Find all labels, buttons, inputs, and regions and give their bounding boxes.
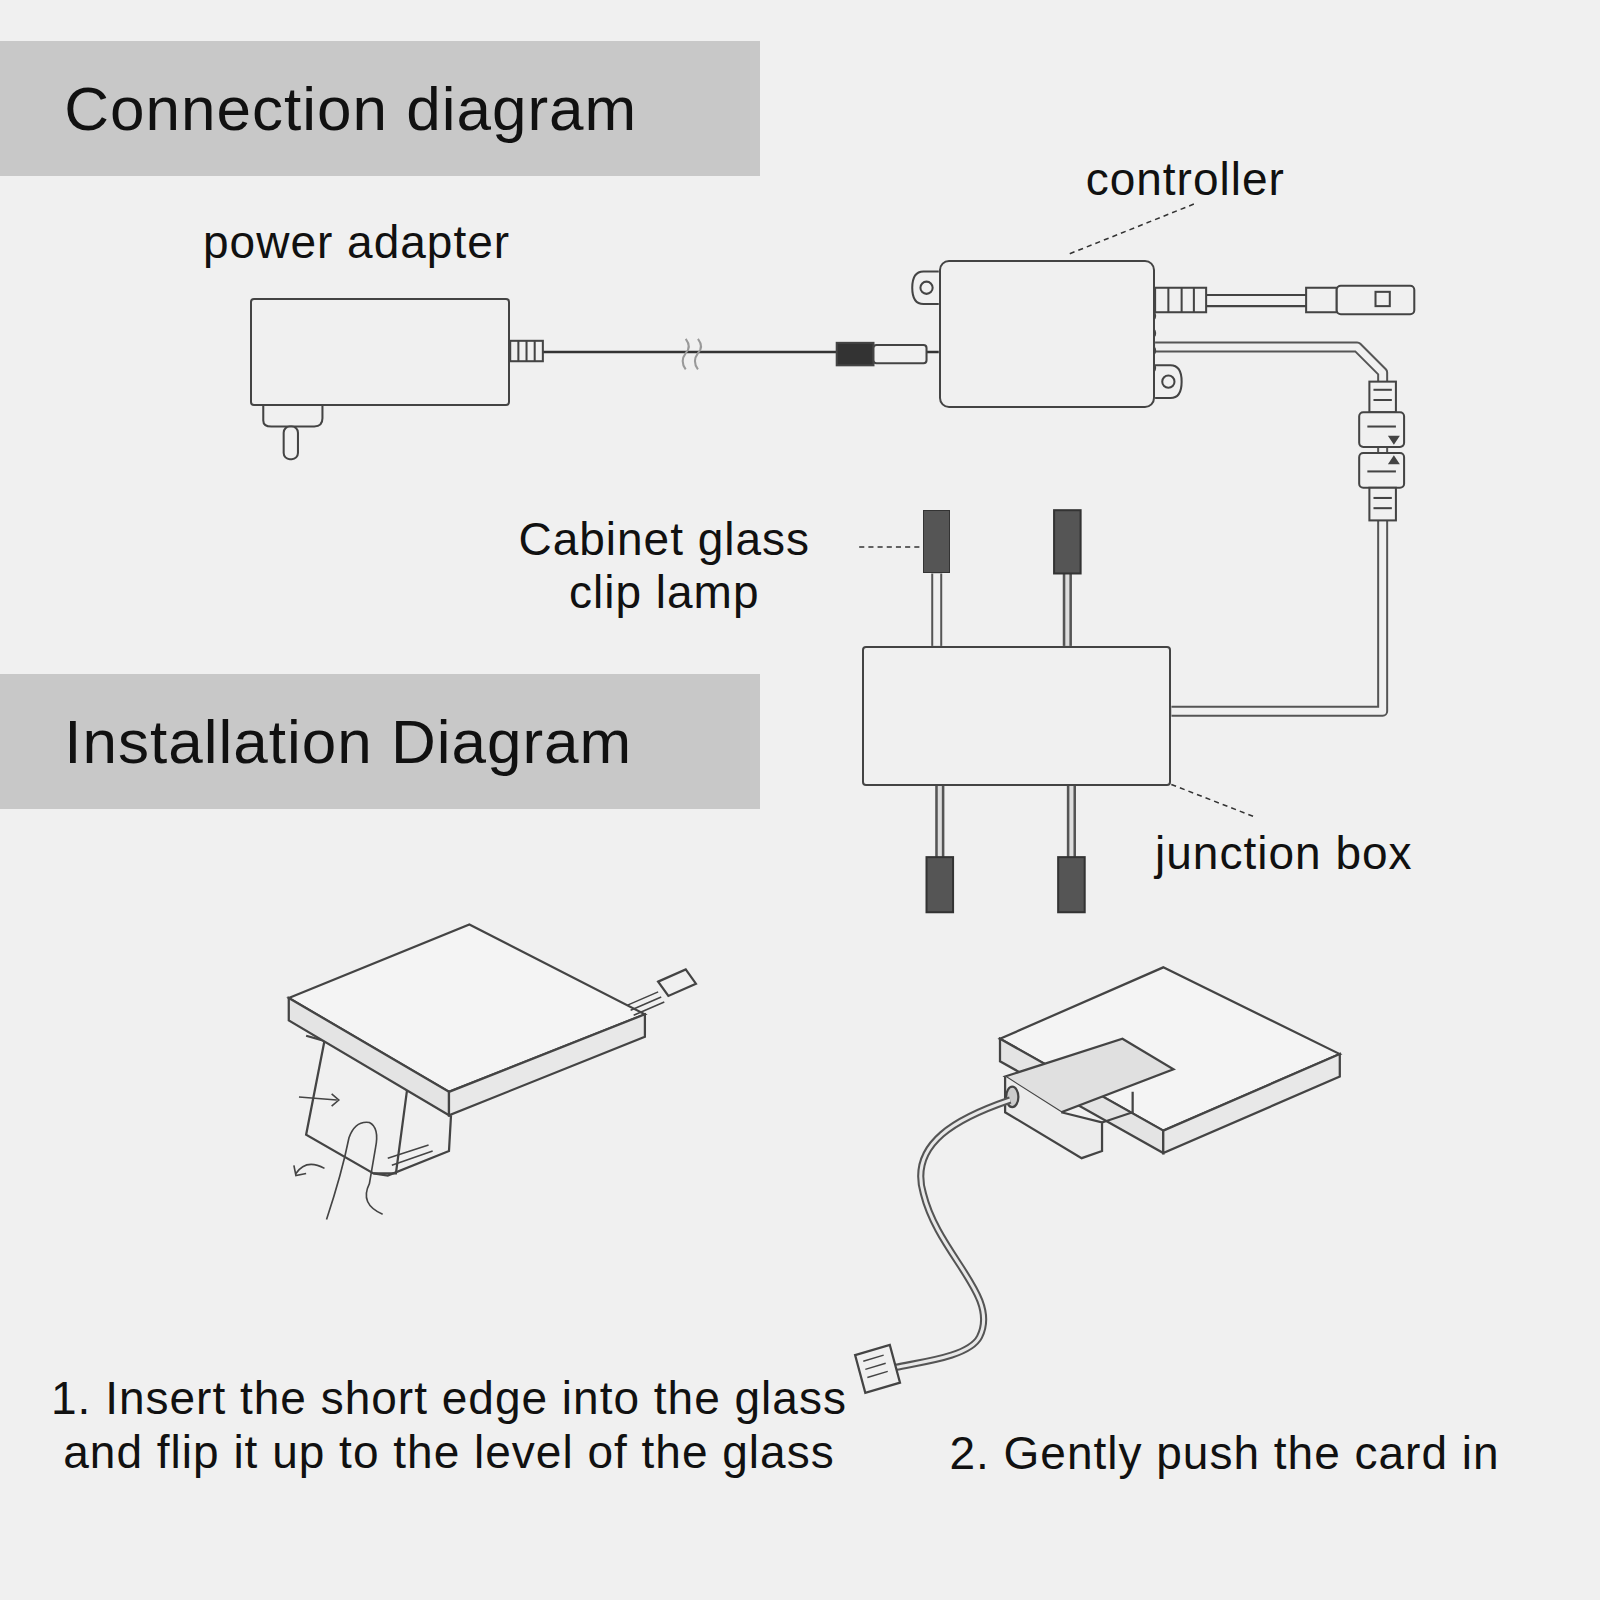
step-instruction: 2. Gently push the card in (888, 1427, 1561, 1481)
controller-body: controller (939, 260, 1155, 408)
cable-core (1155, 347, 1383, 711)
step-instruction: 1. Insert the short edge into the glass … (41, 1372, 857, 1480)
cable-coupler (1359, 382, 1404, 521)
heading-band: Installation Diagram (0, 674, 760, 809)
cable (936, 573, 937, 645)
heading-text: Installation Diagram (64, 706, 632, 777)
cable (1155, 347, 1383, 711)
part-label: Cabinet glass clip lamp (491, 513, 838, 619)
part-label: controller (1086, 153, 1285, 206)
cable-core (933, 573, 940, 645)
junction-box: junction box (862, 646, 1171, 786)
heading-band: Connection diagram (0, 41, 760, 176)
install-step-2-illustration (855, 967, 1340, 1393)
heading-text: Connection diagram (64, 73, 637, 144)
part-label: power adapter (203, 216, 510, 269)
power-adapter-body: power adapter (250, 298, 510, 406)
cable-line (1155, 347, 1383, 711)
leader-lines (859, 204, 1253, 816)
clip-lamp: Cabinet glass clip lamp (923, 510, 950, 573)
part-label: junction box (1155, 827, 1413, 880)
cable-plug (683, 339, 927, 370)
cable-line (931, 573, 942, 645)
install-step-1-illustration (289, 924, 696, 1219)
